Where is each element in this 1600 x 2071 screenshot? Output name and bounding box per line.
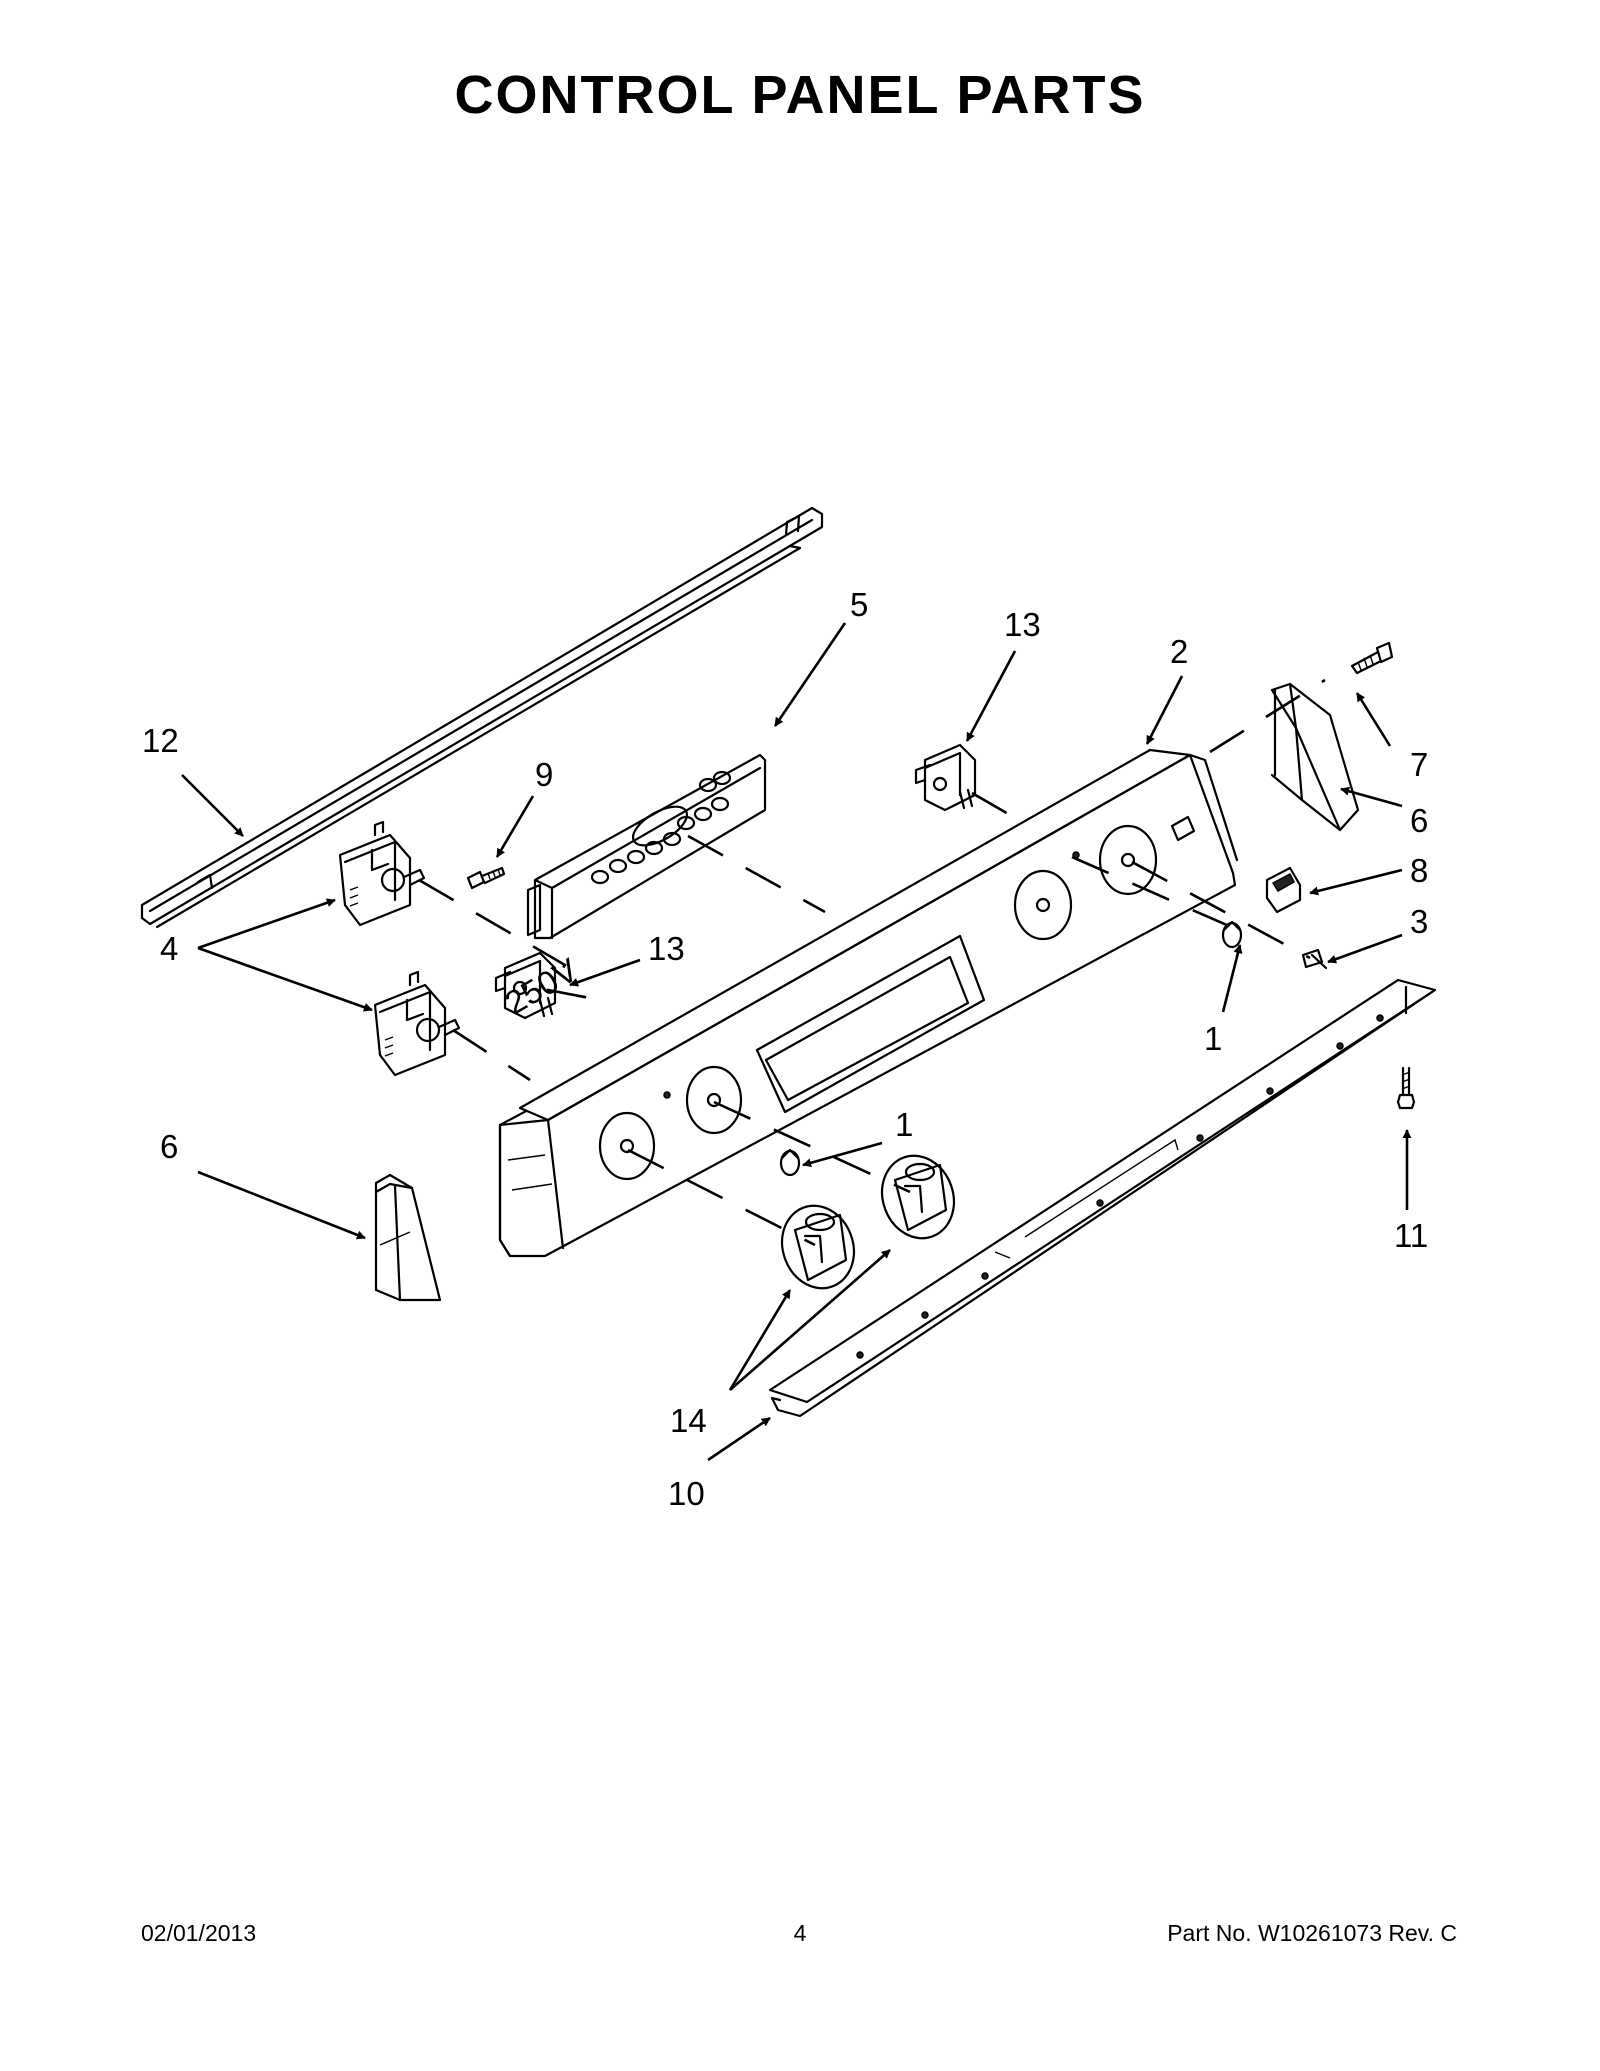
part-8-rocker-switch — [1265, 866, 1302, 914]
part-6-end-cap-left — [374, 1173, 442, 1302]
part-14-knob-left — [781, 1204, 855, 1290]
callout-6-right: 6 — [1410, 802, 1428, 839]
callout-6-left: 6 — [160, 1128, 178, 1165]
footer-date: 02/01/2013 — [141, 1920, 257, 1946]
footer-part-number: Part No. W10261073 Rev. C — [1167, 1920, 1457, 1946]
part-6-end-cap-right — [1270, 682, 1360, 832]
part-4-infinite-switch-upper — [338, 820, 426, 927]
callout-13-upper: 13 — [1004, 606, 1041, 643]
callout-9: 9 — [535, 756, 553, 793]
leader-lines — [181, 622, 1412, 1462]
part-1-shaft-lower — [779, 1148, 801, 1177]
part-4-infinite-switch-lower — [373, 970, 461, 1077]
assembly-lines — [418, 678, 1326, 1247]
callout-1-lower: 1 — [895, 1106, 913, 1143]
callout-7: 7 — [1410, 746, 1428, 783]
callout-13-lower: 13 — [648, 930, 685, 967]
part-13-switch-lower — [494, 951, 557, 1020]
callout-12: 12 — [142, 722, 179, 759]
footer-page-number: 4 — [793, 1920, 807, 1946]
callout-1-upper: 1 — [1204, 1020, 1222, 1057]
callout-8: 8 — [1410, 852, 1428, 889]
part-7-screw — [1350, 641, 1394, 675]
part-14-knob-right — [881, 1154, 955, 1240]
part-2-control-panel — [498, 748, 1239, 1258]
callout-5: 5 — [850, 586, 868, 623]
part-13-switch-upper — [914, 743, 977, 812]
part-1-shaft-upper — [1221, 920, 1243, 949]
part-11-screw — [1396, 985, 1416, 1110]
callout-4: 4 — [160, 930, 178, 967]
part-3-screw — [1301, 948, 1328, 970]
part-5-electronic-control — [526, 753, 767, 940]
part-10-bottom-trim — [768, 978, 1437, 1418]
part-12-top-trim — [140, 506, 824, 929]
callout-14: 14 — [670, 1402, 707, 1439]
callout-11: 11 — [1394, 1217, 1428, 1254]
callout-10: 10 — [668, 1475, 705, 1512]
callout-3: 3 — [1410, 903, 1428, 940]
part-9-screw — [466, 866, 506, 890]
page-title: CONTROL PANEL PARTS — [454, 65, 1146, 125]
callout-2: 2 — [1170, 633, 1188, 670]
